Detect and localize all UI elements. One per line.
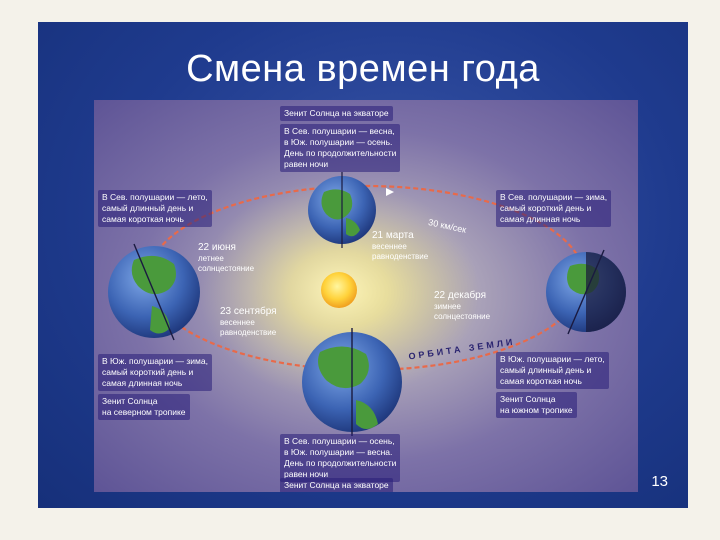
slide-title: Смена времен года [186, 48, 540, 90]
top-note: В Сев. полушарии — весна, в Юж. полушари… [280, 124, 401, 172]
left-top-note: В Сев. полушарии — лето, самый длинный д… [98, 190, 212, 227]
bottom-note: В Сев. полушарии — осень, в Юж. полушари… [280, 434, 401, 482]
globe-december-icon [546, 249, 626, 335]
march-date: 21 марта [372, 230, 414, 241]
september-date: 23 сентября [220, 306, 277, 317]
orbit-arrow-top [386, 188, 394, 196]
march-event: весеннее равноденствие [372, 242, 429, 261]
orbit-svg [108, 172, 626, 436]
december-label: 22 декабря зимнее солнцестояние [434, 290, 490, 322]
september-event: весеннее равноденствие [220, 318, 277, 337]
globe-september-icon [302, 328, 402, 436]
june-date: 22 июня [198, 242, 236, 253]
seasons-diagram: Зенит Солнца на экваторе В Сев. полушари… [94, 100, 638, 492]
globe-june-icon [108, 243, 200, 341]
september-label: 23 сентября весеннее равноденствие [220, 306, 277, 338]
bottom-caption: Зенит Солнца на экваторе [280, 478, 393, 492]
slide: Смена времен года [38, 22, 688, 508]
left-zenith-note: Зенит Солнца на северном тропике [98, 394, 190, 420]
right-zenith-note: Зенит Солнца на южном тропике [496, 392, 577, 418]
june-event: летнее солнцестояние [198, 254, 255, 273]
right-bottom-note: В Юж. полушарии — лето, самый длинный де… [496, 352, 609, 389]
sun-icon [321, 272, 357, 308]
december-event: зимнее солнцестояние [434, 302, 491, 321]
march-label: 21 марта весеннее равноденствие [372, 230, 428, 262]
page-number: 13 [651, 473, 668, 490]
december-date: 22 декабря [434, 290, 487, 301]
june-label: 22 июня летнее солнцестояние [198, 242, 254, 274]
globe-march-icon [308, 172, 376, 248]
top-caption: Зенит Солнца на экваторе [280, 106, 393, 121]
right-top-note: В Сев. полушарии — зима, самый короткий … [496, 190, 612, 227]
left-bottom-note: В Юж. полушарии — зима, самый короткий д… [98, 354, 212, 391]
